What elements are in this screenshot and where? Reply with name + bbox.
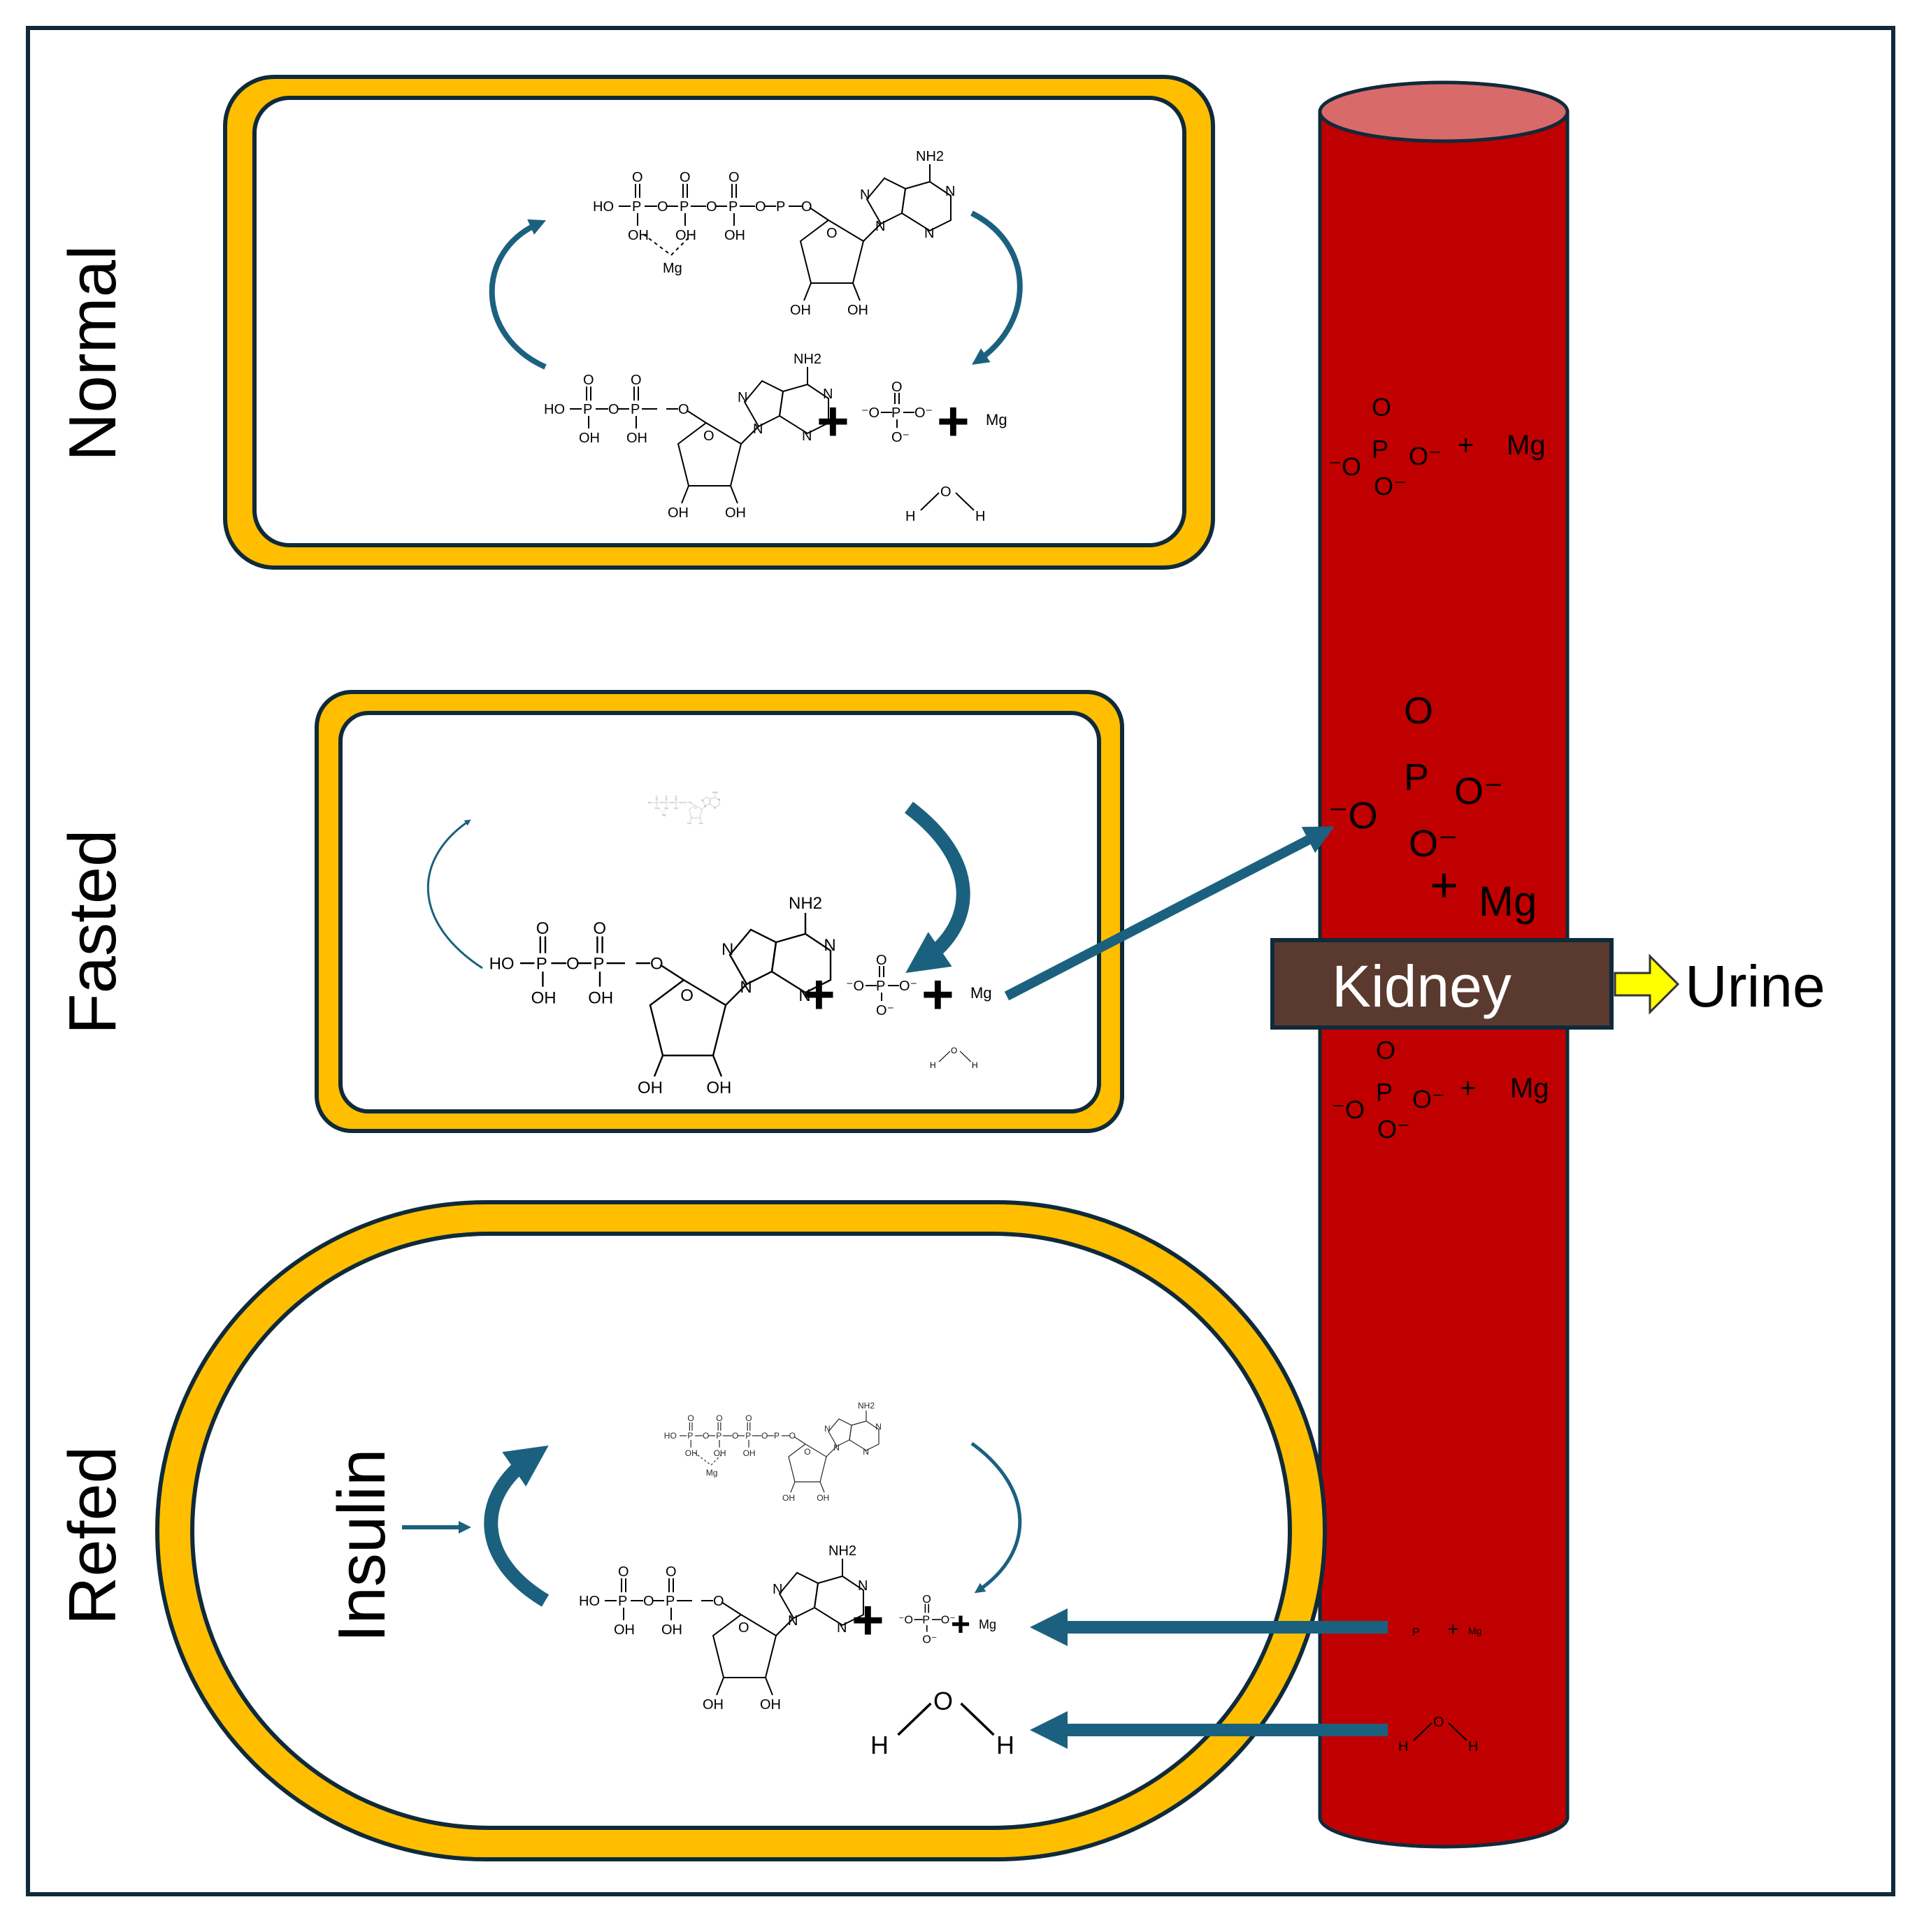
svg-text:P: P — [1412, 1627, 1420, 1638]
cell-fasted: + + Mg — [315, 690, 1124, 1133]
insulin-label: Insulin — [324, 1449, 399, 1643]
mg-ion: Mg — [1507, 430, 1546, 461]
cycle-arrow-down — [970, 1441, 1022, 1594]
label-fasted: Fasted — [55, 830, 130, 1035]
cell-normal: + + Mg — [223, 75, 1215, 570]
svg-text:O⁻: O⁻ — [1377, 1115, 1410, 1144]
cell-refed: + + Mg Insulin — [155, 1200, 1327, 1861]
svg-text:O⁻: O⁻ — [1409, 442, 1442, 470]
svg-text:O⁻: O⁻ — [1412, 1085, 1445, 1113]
svg-text:P: P — [1404, 756, 1429, 798]
mg-ion: Mg — [979, 1617, 996, 1631]
cycle-arrow-down-thick — [904, 802, 970, 974]
mg-ion: Mg — [970, 984, 992, 1002]
kidney-box — [1270, 938, 1614, 1030]
blood-phosphate-bottom: ⁻O P O O⁻ O⁻ + Mg — [1332, 1036, 1549, 1144]
plus-sign: + — [951, 1606, 970, 1643]
svg-text:O: O — [1372, 393, 1391, 421]
mg-ion: Mg — [1479, 878, 1537, 925]
svg-text:⁻O: ⁻O — [1328, 452, 1361, 481]
plus-sign: + — [937, 390, 970, 452]
plus-sign: + — [1430, 858, 1458, 912]
plus-sign: + — [803, 963, 835, 1025]
svg-text:P: P — [1376, 1078, 1393, 1106]
plus-sign: + — [1447, 1618, 1458, 1640]
plus-sign: + — [852, 1589, 884, 1651]
svg-text:P: P — [1372, 435, 1388, 463]
vessel-top — [1318, 80, 1570, 143]
plus-sign: + — [1460, 1073, 1476, 1104]
mg-ion: Mg — [1510, 1073, 1549, 1104]
svg-text:O⁻: O⁻ — [1454, 770, 1504, 812]
svg-text:⁻O: ⁻O — [1328, 795, 1378, 837]
cycle-arrow-up-thin — [426, 819, 483, 969]
svg-text:O⁻: O⁻ — [1409, 823, 1458, 865]
svg-text:O: O — [1376, 1036, 1395, 1065]
label-refed: Refed — [55, 1446, 130, 1625]
kidney-label: Kidney — [1332, 953, 1512, 1019]
svg-text:O⁻: O⁻ — [1374, 472, 1407, 500]
plus-sign: + — [921, 963, 954, 1025]
cycle-arrow-up-thick — [484, 1445, 550, 1607]
blood-phosphate-top: ⁻O P O O⁻ O⁻ + Mg — [1328, 393, 1546, 500]
urine-arrow — [1614, 953, 1680, 1015]
svg-text:⁻O: ⁻O — [1332, 1095, 1365, 1124]
svg-text:O: O — [1404, 690, 1433, 732]
plus-sign: + — [1458, 430, 1474, 461]
label-normal: Normal — [55, 245, 130, 461]
urine-label: Urine — [1685, 953, 1825, 1019]
cycle-arrow-down — [970, 210, 1023, 365]
mg-ion: Mg — [986, 411, 1007, 428]
efflux-arrow — [1004, 826, 1335, 1001]
mg-ion: Mg — [1468, 1625, 1481, 1636]
plus-sign: + — [817, 390, 849, 452]
cycle-arrow-up — [489, 219, 547, 370]
blood-phosphate-tiny: P + Mg — [1412, 1618, 1481, 1640]
blood-phosphate-middle: ⁻O P O O⁻ O⁻ + Mg — [1328, 690, 1537, 925]
